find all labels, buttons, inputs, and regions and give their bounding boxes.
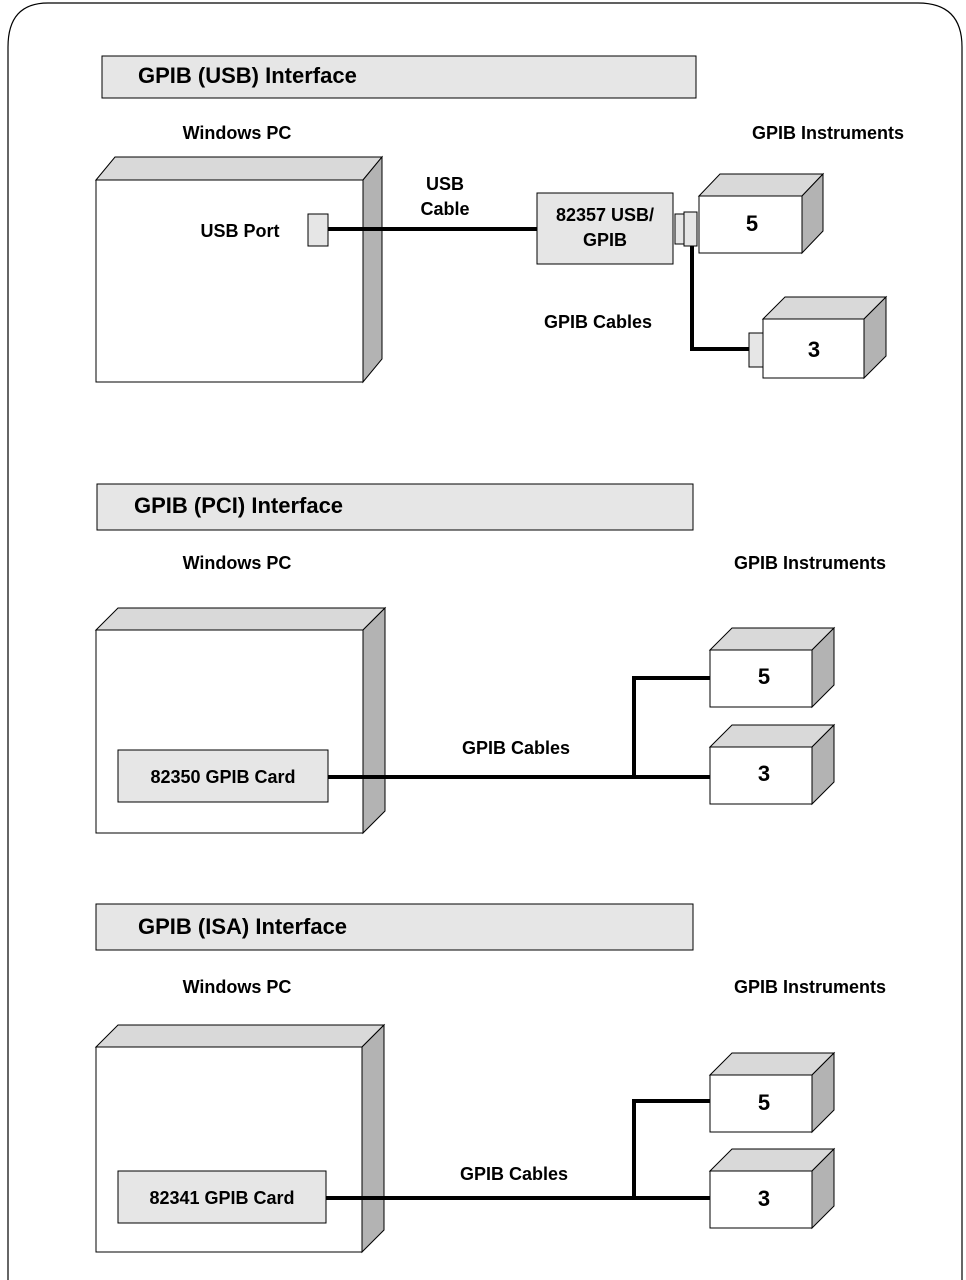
isa-instruments-label: GPIB Instruments [734,977,886,997]
usb-adapter-label-line1: 82357 USB/ [556,205,654,225]
pci-instruments-label: GPIB Instruments [734,553,886,573]
usb-instrument-5-box [697,172,825,255]
pci-card-label: 82350 GPIB Card [150,767,295,787]
pci-instrument-3-label: 3 [758,761,770,786]
usb-cable-label-line1: USB [426,174,464,194]
usb-port [307,213,329,247]
usb-gpib-adapter [536,192,674,265]
isa-gpib-cable-branch [632,1099,710,1198]
usb-gpib-cables-label: GPIB Cables [544,312,652,332]
isa-instrument-3-box [708,1147,836,1230]
usb-section-title-bar [101,55,697,99]
usb-instrument-3-label: 3 [808,337,820,362]
pci-instrument-5-label: 5 [758,664,770,689]
pci-section-title-bar [96,483,694,531]
usb-cable-label-line2: Cable [420,199,469,219]
usb-section: GPIB (USB) Interface Windows PC GPIB Ins… [94,55,904,384]
isa-section: GPIB (ISA) Interface Windows PC GPIB Ins… [94,903,886,1254]
usb-instrument-3-box [761,295,888,380]
pci-gpib-cables-label: GPIB Cables [462,738,570,758]
outer-frame [7,2,963,1280]
pci-section-title: GPIB (PCI) Interface [134,493,343,518]
isa-instrument-5-box [708,1051,836,1134]
pci-gpib-card [117,749,329,803]
isa-gpib-cables-label: GPIB Cables [460,1164,568,1184]
isa-section-title-bar [95,903,694,951]
usb-adapter-label-line2: GPIB [583,230,627,250]
pci-instrument-3-box [708,723,836,806]
isa-gpib-card [117,1170,327,1224]
isa-card-label: 82341 GPIB Card [149,1188,294,1208]
usb-section-title: GPIB (USB) Interface [138,63,357,88]
pci-instrument-5-box [708,626,836,709]
pci-pc-label: Windows PC [183,553,292,573]
isa-section-title: GPIB (ISA) Interface [138,914,347,939]
isa-instrument-3-label: 3 [758,1186,770,1211]
usb-gpib-cable [690,246,749,351]
pci-section: GPIB (PCI) Interface Windows PC GPIB Ins… [94,483,886,835]
usb-port-label: USB Port [200,221,279,241]
isa-instrument-5-label: 5 [758,1090,770,1115]
isa-pc-label: Windows PC [183,977,292,997]
usb-instrument-5-label: 5 [746,211,758,236]
usb-windows-pc-box [94,155,384,384]
pci-gpib-cable-branch [632,676,710,777]
usb-instruments-label: GPIB Instruments [752,123,904,143]
usb-gpib-connector [674,211,698,247]
usb-instrument-3-connector [748,332,764,368]
usb-pc-label: Windows PC [183,123,292,143]
